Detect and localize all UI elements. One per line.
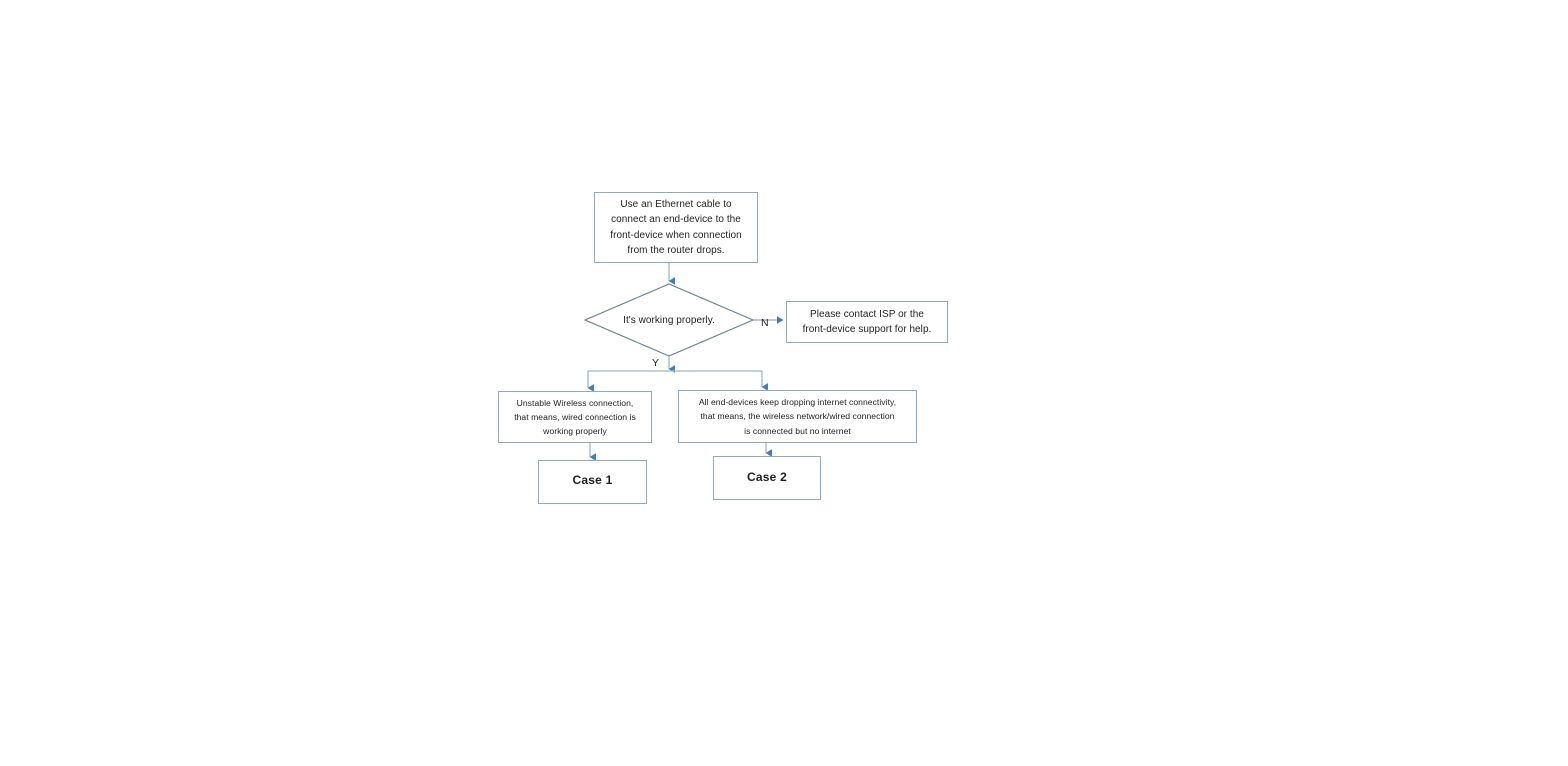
outcome-box-no-internet: All end-devices keep dropping internet c…	[678, 390, 917, 443]
decision-box-text: It's working properly.	[623, 314, 715, 326]
process-box-text: Please contact ISP or the front-device s…	[802, 308, 932, 335]
outcome-box-unstable-wireless: Unstable Wireless connection, that means…	[498, 391, 652, 443]
outcome-box-text: Unstable Wireless connection, that means…	[514, 397, 636, 437]
decision-box-working-properly: It's working properly.	[585, 284, 753, 356]
process-box-text: Use an Ethernet cable to connect an end-…	[610, 198, 742, 256]
process-box-contact-isp: Please contact ISP or the front-device s…	[786, 301, 948, 343]
process-box-use-ethernet-cable: Use an Ethernet cable to connect an end-…	[594, 192, 758, 263]
terminal-box-case-1: Case 1	[538, 460, 647, 504]
outcome-box-text: All end-devices keep dropping internet c…	[698, 397, 897, 436]
terminal-box-case-2: Case 2	[713, 456, 821, 500]
terminal-box-text: Case 2	[747, 469, 787, 484]
edge-label-yes: Y	[652, 357, 660, 369]
edge-label-no: N	[761, 317, 769, 329]
terminal-box-text: Case 1	[572, 473, 613, 487]
